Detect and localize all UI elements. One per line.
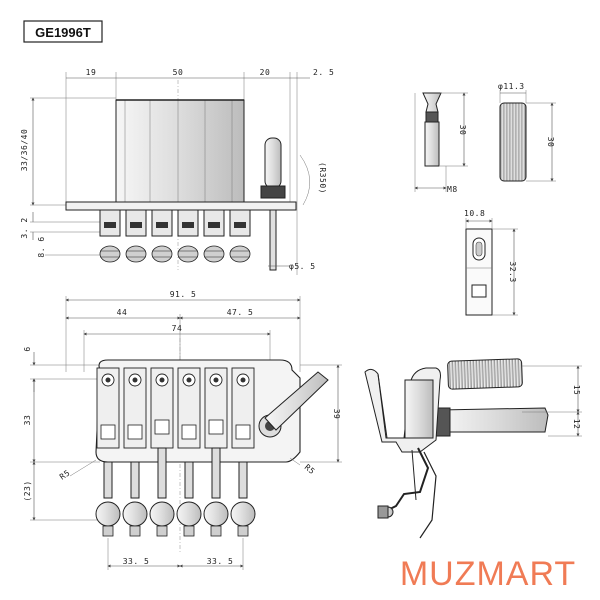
svg-text:50: 50 [173, 68, 184, 77]
side-view: 19 50 20 2. 5 33/36/40 3. 2 8. 6 [20, 68, 334, 275]
arm-sleeve-view: φ11.3 30 [498, 82, 556, 182]
svg-text:39: 39 [332, 409, 341, 420]
svg-text:3. 2: 3. 2 [20, 217, 29, 238]
svg-text:R5: R5 [58, 468, 72, 481]
svg-text:33. 5: 33. 5 [207, 557, 234, 566]
svg-text:M8: M8 [447, 185, 458, 194]
svg-text:19: 19 [86, 68, 97, 77]
svg-text:R5: R5 [303, 463, 317, 477]
profile-view: 15 12 [364, 358, 582, 539]
svg-text:8. 6: 8. 6 [37, 236, 46, 257]
svg-text:74: 74 [172, 324, 183, 333]
svg-text:(R350): (R350) [318, 162, 327, 194]
svg-text:33. 5: 33. 5 [123, 557, 150, 566]
svg-text:32.3: 32.3 [508, 261, 517, 282]
svg-text:91. 5: 91. 5 [170, 290, 197, 299]
brand-logo: MUZMART [400, 555, 576, 593]
svg-text:φ5. 5: φ5. 5 [289, 262, 316, 271]
svg-text:10.8: 10.8 [464, 209, 485, 218]
top-view: 91. 5 44 47. 5 74 6 33 (23) [23, 290, 342, 570]
arm-tip-view: 30 M8 [414, 92, 468, 194]
svg-text:6: 6 [23, 346, 32, 351]
svg-text:2. 5: 2. 5 [313, 68, 334, 77]
svg-text:20: 20 [260, 68, 271, 77]
svg-text:30: 30 [546, 137, 555, 148]
insert-view: 10.8 32.3 [464, 209, 518, 316]
svg-text:47. 5: 47. 5 [227, 308, 254, 317]
svg-text:15: 15 [572, 385, 581, 396]
svg-text:33/36/40: 33/36/40 [20, 129, 29, 172]
svg-text:12: 12 [572, 419, 581, 430]
svg-text:GE1996T: GE1996T [35, 25, 91, 40]
svg-text:30: 30 [458, 125, 467, 136]
svg-text:φ11.3: φ11.3 [498, 82, 525, 91]
svg-text:33: 33 [23, 415, 32, 426]
model-label: GE1996T [23, 20, 103, 43]
svg-text:(23): (23) [23, 480, 32, 501]
svg-text:44: 44 [117, 308, 128, 317]
